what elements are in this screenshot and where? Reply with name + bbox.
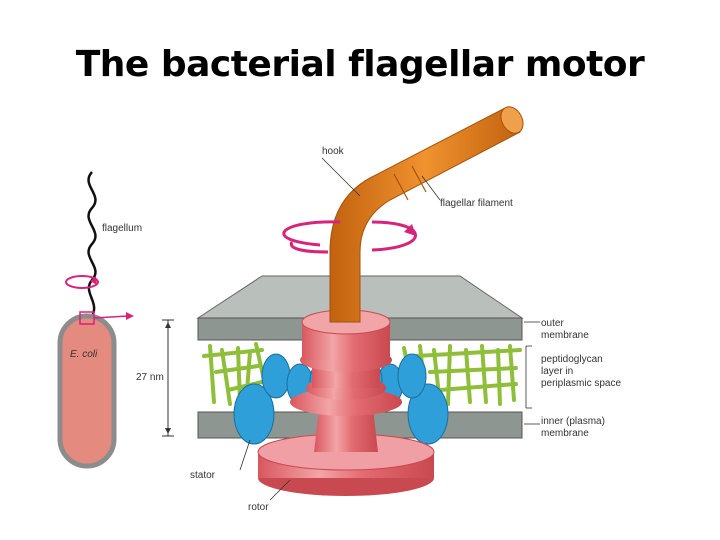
rotor	[257, 309, 435, 496]
label-peptidoglycan-3: periplasmic space	[541, 378, 621, 389]
ecoli-cell-illustration: flagellum E. coli	[57, 171, 142, 469]
label-outer-membrane-1: outer	[541, 318, 564, 329]
label-27nm: 27 nm	[136, 372, 164, 383]
flagellum-wave	[87, 171, 97, 317]
label-inner-membrane-1: inner (plasma)	[541, 416, 605, 427]
slide-title: The bacterial flagellar motor	[75, 44, 645, 85]
label-inner-membrane-2: membrane	[541, 428, 589, 439]
label-rotor: rotor	[248, 502, 269, 513]
label-outer-membrane-2: membrane	[541, 330, 589, 341]
leader-lines	[239, 157, 540, 501]
rotation-arrow	[282, 220, 417, 254]
label-peptidoglycan-2: layer in	[541, 366, 573, 377]
label-hook: hook	[322, 146, 345, 157]
label-flagellum: flagellum	[102, 223, 142, 234]
scale-bar: 27 nm	[136, 319, 174, 437]
label-flagellar-filament: flagellar filament	[440, 198, 513, 209]
label-ecoli: E. coli	[70, 349, 98, 360]
hook-and-filament	[329, 106, 524, 323]
label-peptidoglycan-1: peptidoglycan	[541, 354, 603, 365]
ecoli-cell	[57, 313, 117, 469]
label-stator: stator	[190, 470, 216, 481]
diagram-labels: hook flagellar filament outer membrane p…	[190, 146, 621, 513]
cell-rotation-arrow	[65, 275, 99, 289]
zoom-arrow	[93, 315, 129, 319]
